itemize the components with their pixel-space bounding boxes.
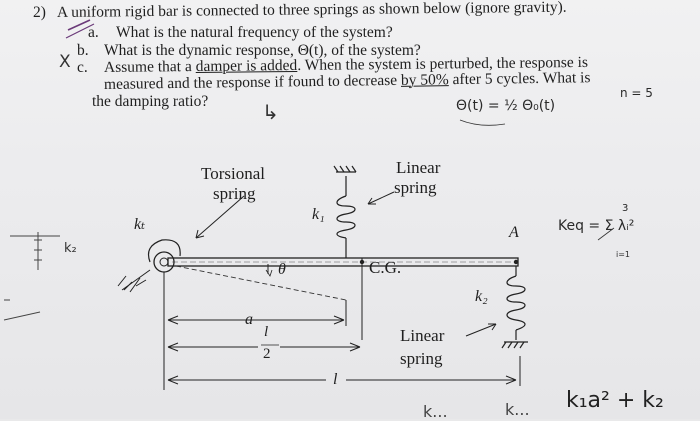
handwritten-stroke (597, 227, 615, 241)
k2-label: k₂ (475, 288, 488, 305)
handwritten-underline (459, 119, 506, 126)
linear-spring-top-label-line1: Linear (396, 158, 441, 177)
part-a-label: a. (88, 24, 99, 41)
pivot (117, 239, 181, 293)
cg-label: C.G. (369, 258, 402, 277)
handwritten-arrow-glyph: ↳ (262, 100, 279, 124)
linear-top-arrowhead (367, 197, 376, 205)
left-margin-sketch (3, 232, 60, 321)
torsional-leader (195, 195, 245, 239)
part-c-line3: the damping ratio? (92, 93, 209, 110)
bottom-expression: k₁a² + k₂ (566, 388, 664, 413)
spring-k2 (501, 266, 528, 349)
part-a-text: What is the natural frequency of the sys… (116, 24, 393, 41)
dimension-half-numerator: l (264, 324, 269, 340)
dimension-half-denominator: 2 (263, 346, 271, 362)
problem-number: 2) (33, 4, 46, 21)
linear-top-leader (367, 191, 395, 205)
left-k2-note: k₂ (64, 241, 77, 256)
torsional-arrowhead (195, 229, 205, 239)
torsional-spring-label-line1: Torsional (201, 164, 265, 183)
rotated-position-line (175, 265, 347, 301)
point-a-marker (513, 259, 519, 265)
keq-equation: Keq = Σ λᵢ² (558, 218, 635, 234)
linear-spring-bottom-label-line2: spring (400, 349, 443, 368)
purple-slash-mark (67, 19, 91, 31)
theta-label: θ (278, 261, 286, 278)
n-equation: n = 5 (620, 86, 653, 100)
bottom-partial-2: k... (505, 400, 530, 419)
part-b-label: b. (77, 42, 89, 59)
sum-upper-limit: 3 (622, 203, 629, 214)
point-a-label: A (509, 224, 519, 241)
kt-label: kₜ (134, 216, 146, 233)
purple-slash-mark-2 (65, 23, 95, 39)
linear-spring-bottom-label-line1: Linear (400, 326, 445, 345)
dimension-lines (163, 272, 521, 390)
linear-bottom-leader (465, 323, 497, 337)
theta-relation: Θ(t) = ½ Θ₀(t) (456, 98, 556, 114)
k1-label: k₁ (312, 206, 325, 223)
spring-k1 (333, 165, 357, 258)
linear-spring-top-label-line2: spring (394, 178, 437, 197)
dimension-l-label: l (333, 371, 338, 388)
torsional-spring-label-line2: spring (213, 184, 256, 203)
bottom-partial-1: k... (423, 402, 448, 421)
part-c-label: c. (77, 59, 88, 76)
part-b-text: What is the dynamic response, Θ(t), of t… (104, 42, 421, 59)
sum-lower-limit: i=1 (616, 250, 631, 259)
cross-mark: X (59, 52, 71, 72)
linear-bottom-arrowhead (488, 323, 497, 331)
